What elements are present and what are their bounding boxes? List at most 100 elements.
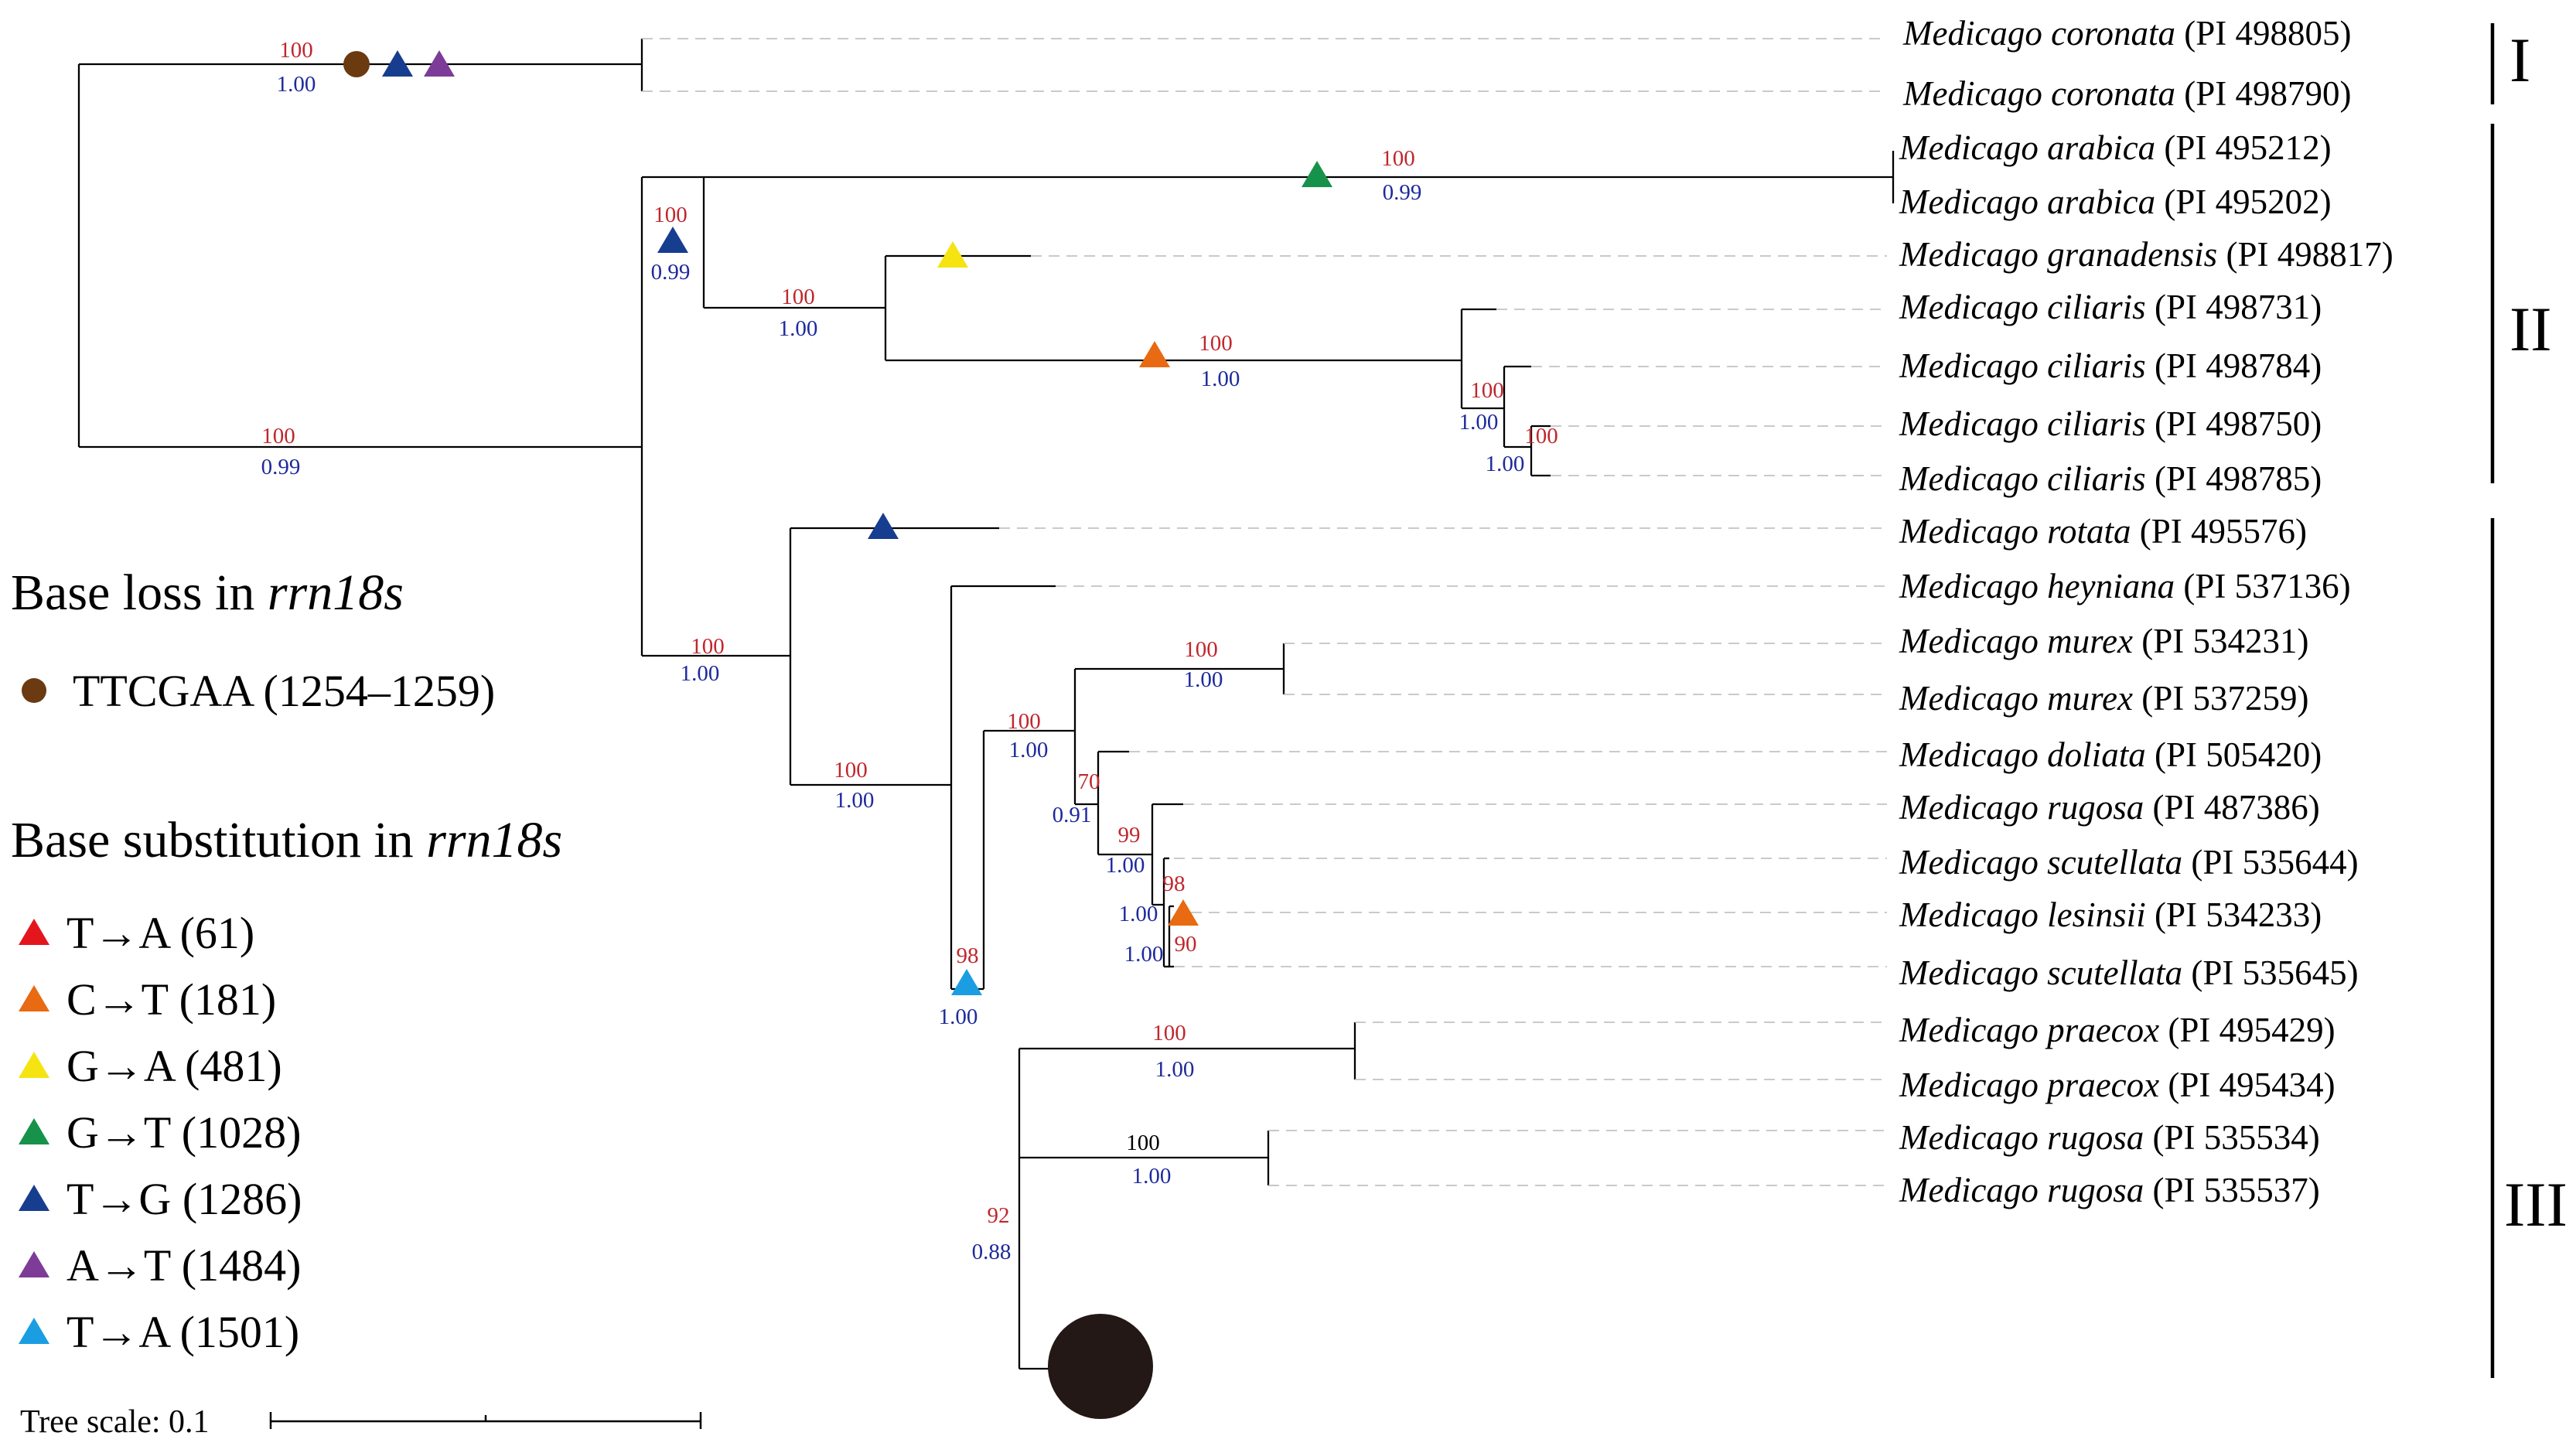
posterior-value: 0.99 xyxy=(261,455,301,479)
bootstrap-value: 100 xyxy=(834,758,868,783)
clade-label-III: III xyxy=(2504,1169,2567,1240)
legend-marker-triangle xyxy=(19,985,49,1011)
posterior-value: 1.00 xyxy=(1124,942,1164,967)
posterior-value: 1.00 xyxy=(1132,1164,1172,1189)
substitution-marker-triangle-C-T xyxy=(1168,899,1199,926)
legend-item-label: T→A (61) xyxy=(67,908,254,958)
posterior-value: 1.00 xyxy=(277,72,316,97)
taxon-label: Medicago murex (PI 537259) xyxy=(1899,679,2308,718)
taxon-label: Medicago coronata (PI 498805) xyxy=(1902,14,2352,53)
legend-item-label: T→A (1501) xyxy=(67,1307,299,1357)
legend-marker-triangle xyxy=(19,1318,49,1344)
support-values: 100 1.00 100 0.99 100 0.99 100 0.99 100 … xyxy=(261,38,1558,1264)
substitution-marker-triangle-G-A xyxy=(937,241,968,268)
taxon-label: Medicago rugosa (PI 487386) xyxy=(1899,788,2320,827)
legend-marker-triangle xyxy=(19,919,49,945)
posterior-value: 1.00 xyxy=(1009,738,1049,762)
posterior-value: 0.99 xyxy=(1383,180,1422,205)
clade-label-I: I xyxy=(2509,25,2530,95)
posterior-value: 1.00 xyxy=(1201,367,1240,391)
legend-item-label: T→G (1286) xyxy=(67,1174,302,1224)
mutation-markers xyxy=(343,50,1332,995)
taxon-label: Medicago coronata (PI 498790) xyxy=(1902,74,2352,113)
taxon-label: Medicago rugosa (PI 535534) xyxy=(1899,1118,2320,1157)
substitution-marker-triangle-T-G xyxy=(657,227,688,253)
tree-branches xyxy=(77,39,1895,1370)
posterior-value: 1.00 xyxy=(1119,902,1158,926)
bootstrap-value: 100 xyxy=(1524,424,1558,449)
bootstrap-value: 100 xyxy=(1470,378,1504,403)
base-loss-marker-circle xyxy=(343,51,370,77)
collapsed-clade-node xyxy=(1048,1314,1153,1419)
taxon-label: Medicago doliata (PI 505420) xyxy=(1899,735,2322,774)
taxon-labels: Medicago coronata (PI 498805) Medicago c… xyxy=(1899,14,2393,1209)
taxon-label: Medicago arabica (PI 495202) xyxy=(1899,182,2332,221)
taxon-label: Medicago scutellata (PI 535644) xyxy=(1899,843,2359,882)
bootstrap-value: 100 xyxy=(1126,1131,1160,1155)
posterior-value: 0.88 xyxy=(972,1240,1012,1264)
bootstrap-value: 98 xyxy=(957,943,979,968)
taxon-label: Medicago praecox (PI 495434) xyxy=(1899,1066,2335,1104)
legend-marker-circle xyxy=(22,678,46,703)
legend-marker-triangle xyxy=(19,1118,49,1144)
taxon-label: Medicago arabica (PI 495212) xyxy=(1899,128,2332,167)
legend-item-label: C→T (181) xyxy=(67,974,276,1025)
bootstrap-value: 99 xyxy=(1118,823,1141,848)
posterior-value: 1.00 xyxy=(1184,667,1223,692)
bootstrap-value: 100 xyxy=(1152,1021,1186,1045)
taxon-label: Medicago ciliaris (PI 498750) xyxy=(1899,404,2322,443)
legend-item-label: G→T (1028) xyxy=(67,1107,301,1158)
substitution-marker-triangle-T-G xyxy=(382,50,413,77)
taxon-label: Medicago heyniana (PI 537136) xyxy=(1899,567,2351,605)
bootstrap-value: 100 xyxy=(1184,637,1218,662)
bootstrap-value: 100 xyxy=(691,634,725,659)
taxon-label: Medicago praecox (PI 495429) xyxy=(1899,1011,2335,1049)
taxon-label: Medicago ciliaris (PI 498784) xyxy=(1899,346,2322,385)
legend-item-label: G→A (481) xyxy=(67,1041,282,1091)
taxon-label: Medicago murex (PI 534231) xyxy=(1899,622,2308,660)
bootstrap-value: 70 xyxy=(1078,769,1100,794)
posterior-value: 1.00 xyxy=(1486,452,1525,476)
substitution-marker-triangle-T-A xyxy=(951,969,982,995)
substitution-marker-triangle-C-T xyxy=(1139,341,1170,367)
posterior-value: 1.00 xyxy=(835,788,875,813)
posterior-value: 1.00 xyxy=(1106,853,1145,878)
bootstrap-value: 90 xyxy=(1175,932,1197,957)
tree-scale: Tree scale: 0.1 xyxy=(20,1404,702,1440)
taxon-label: Medicago rugosa (PI 535537) xyxy=(1899,1171,2320,1209)
bootstrap-value: 92 xyxy=(988,1203,1010,1228)
leader-lines xyxy=(642,38,1887,1186)
bootstrap-value: 98 xyxy=(1163,871,1186,896)
taxon-label: Medicago scutellata (PI 535645) xyxy=(1899,953,2359,992)
legend-marker-triangle xyxy=(19,1251,49,1277)
taxon-label: Medicago rotata (PI 495576) xyxy=(1899,512,2307,551)
tree-scale-label: Tree scale: 0.1 xyxy=(20,1404,210,1440)
taxon-label: Medicago granadensis (PI 498817) xyxy=(1899,235,2393,274)
posterior-value: 1.00 xyxy=(779,316,818,341)
bootstrap-value: 100 xyxy=(1007,709,1041,734)
clade-brackets: I II III xyxy=(2490,23,2567,1378)
clade-label-II: II xyxy=(2509,294,2552,364)
posterior-value: 1.00 xyxy=(1155,1057,1195,1082)
posterior-value: 1.00 xyxy=(939,1004,978,1029)
posterior-value: 0.99 xyxy=(651,260,691,285)
legend-item-label: A→T (1484) xyxy=(67,1240,301,1291)
bootstrap-value: 100 xyxy=(279,38,313,63)
bootstrap-value: 100 xyxy=(1199,331,1233,356)
substitution-marker-triangle-T-G xyxy=(868,513,899,539)
legend: Base loss in rrn18s TTCGAA (1254–1259) B… xyxy=(11,564,562,1357)
legend-marker-triangle xyxy=(19,1185,49,1211)
bootstrap-value: 100 xyxy=(653,203,688,227)
taxon-label: Medicago ciliaris (PI 498785) xyxy=(1899,459,2322,498)
substitution-marker-triangle-A-T xyxy=(424,50,455,77)
legend-item-label: TTCGAA (1254–1259) xyxy=(73,666,495,716)
bootstrap-value: 100 xyxy=(1381,146,1415,171)
substitution-marker-triangle-G-T xyxy=(1302,161,1332,187)
taxon-label: Medicago ciliaris (PI 498731) xyxy=(1899,288,2322,326)
posterior-value: 1.00 xyxy=(681,661,720,686)
bootstrap-value: 100 xyxy=(261,424,295,449)
bootstrap-value: 100 xyxy=(781,285,815,309)
legend-title-base-loss: Base loss in rrn18s xyxy=(11,564,404,621)
legend-marker-triangle xyxy=(19,1052,49,1078)
